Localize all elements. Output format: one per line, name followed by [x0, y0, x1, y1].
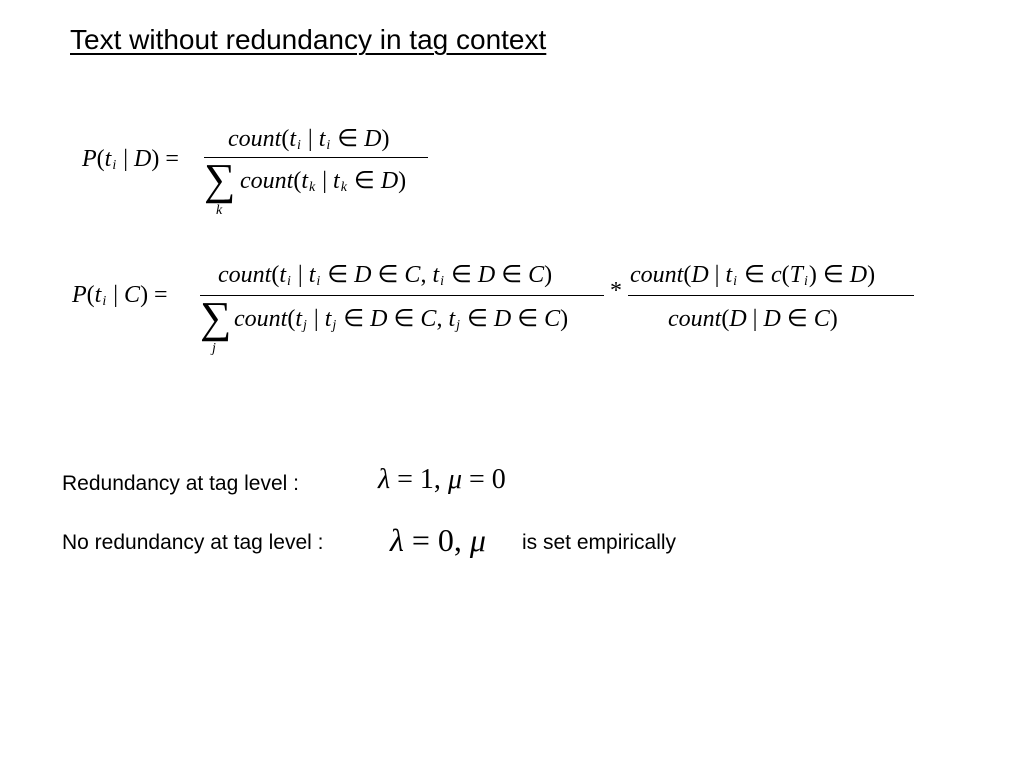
slide-title: Text without redundancy in tag context [70, 24, 547, 55]
formula2-fraction-bar2 [628, 295, 914, 296]
redundancy-params: λ = 1, μ = 0 [378, 464, 506, 495]
formula2-lhs: P(ti | C) = [72, 282, 168, 309]
formula2-denominator1: count(tj | tj ∈ D ∈ C, tj ∈ D ∈ C) [234, 306, 569, 333]
no-redundancy-suffix: is set empirically [522, 531, 677, 554]
formula2-sum-index: j [212, 341, 216, 356]
formula2-numerator1: count(ti | ti ∈ D ∈ C, ti ∈ D ∈ C) [218, 262, 553, 289]
no-redundancy-params: λ = 0, μ [390, 522, 486, 558]
formula2-denominator2: count(D | D ∈ C) [668, 306, 838, 332]
formula1-sum-sign: ∑ [204, 155, 236, 204]
formula2-sum-sign: ∑ [200, 293, 232, 342]
formula2-times-sign: * [610, 278, 622, 304]
formula2-fraction-bar1 [200, 295, 604, 296]
redundancy-label: Redundancy at tag level : [62, 472, 299, 495]
formula1-numerator: count(ti | ti ∈ D) [228, 126, 390, 153]
formula1-sum-index: k [216, 203, 223, 218]
no-redundancy-label: No redundancy at tag level : [62, 531, 324, 554]
formula1-fraction-bar [204, 157, 428, 158]
formula1-lhs: P(ti | D) = [82, 146, 179, 173]
formula1-denominator: count(tk | tk ∈ D) [240, 168, 407, 195]
formula2-numerator2: count(D | ti ∈ c(Ti) ∈ D) [630, 262, 876, 289]
